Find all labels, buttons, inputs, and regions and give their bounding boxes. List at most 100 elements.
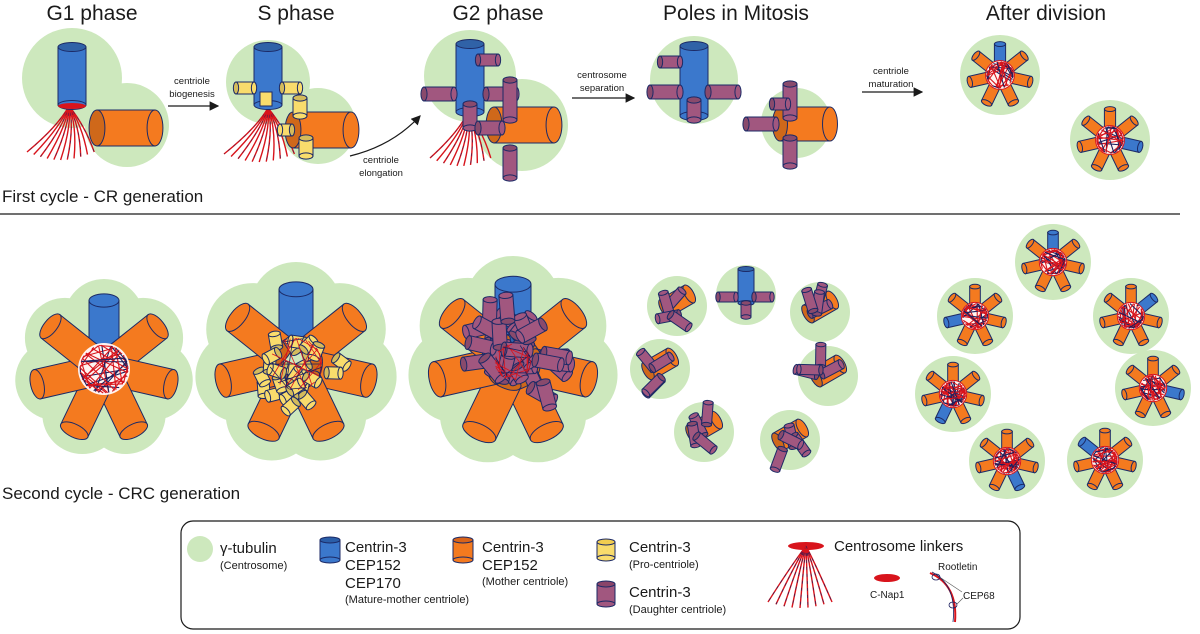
cylinder-base <box>312 341 326 349</box>
cylinder-cap <box>360 363 378 398</box>
cylinder-cap <box>296 81 304 95</box>
mitosis-daughter-2 <box>704 84 742 100</box>
cylinder-base <box>686 420 698 427</box>
crc-g2-daughter <box>531 352 565 373</box>
cylinder-cap <box>1007 99 1020 107</box>
linker-fiber <box>1003 471 1014 474</box>
after-cell-1-linkers <box>986 61 1014 89</box>
cylinder-cap <box>1149 292 1159 303</box>
cylinder-cap <box>88 293 120 308</box>
linker-fiber <box>996 448 1008 469</box>
cylinder-base <box>474 120 482 136</box>
legend-rootletin: Rootletin <box>938 562 977 573</box>
after2-cell-6-linkers <box>993 447 1020 474</box>
phase-title-s: S phase <box>257 2 334 25</box>
cylinder-cap <box>772 116 780 132</box>
cylinder-cap <box>267 330 281 338</box>
cylinder-cap <box>146 313 169 340</box>
linker-fiber <box>1009 68 1013 84</box>
cylinder-cap <box>560 298 588 329</box>
cylinder-base <box>742 116 750 132</box>
linker-fiber-dots <box>68 105 76 159</box>
after2-cell-1-linkers <box>1039 248 1066 275</box>
linker-fiber <box>497 343 513 353</box>
linker-fiber <box>940 381 951 393</box>
cylinder-body <box>96 109 156 147</box>
linker-fiber <box>86 383 123 387</box>
cylinder-cap <box>278 281 314 298</box>
arrow-label-elongation-1: centriole <box>363 155 399 166</box>
linker-fiber <box>81 378 104 394</box>
g1-linkers <box>26 105 95 161</box>
mitosis2-daughter <box>740 300 752 320</box>
cylinder-cap <box>635 347 646 357</box>
linker-fiber <box>82 357 116 391</box>
cylinder-cap <box>667 351 675 362</box>
cylinder-cap <box>1125 364 1135 375</box>
cylinder-cap <box>502 116 518 124</box>
cylinder-cap <box>1117 164 1130 172</box>
cylinder-cap <box>39 313 62 340</box>
linker-fiber-dots <box>53 105 70 160</box>
g2-daughter-1 <box>420 86 458 102</box>
cylinder-body <box>498 294 516 323</box>
linker-fiber <box>494 359 504 377</box>
linker-fiber <box>79 372 88 387</box>
linker-fiber <box>289 387 307 390</box>
linker-fiber-dots <box>450 111 469 166</box>
cylinder-body <box>798 363 822 376</box>
cylinder-cap <box>450 86 458 102</box>
linker-fiber <box>996 62 1004 88</box>
linker-fiber <box>940 393 964 402</box>
vcyl-top <box>253 42 283 52</box>
phase-title-g2: G2 phase <box>452 2 543 25</box>
mitosis2-daughter <box>700 399 714 428</box>
crc-s-pro <box>261 346 283 366</box>
arrow-label-elongation-2: elongation <box>359 168 403 179</box>
cylinder-base <box>777 445 788 453</box>
cylinder-cap <box>305 400 317 411</box>
legend-mother-line1: Centrin-3 <box>482 539 544 556</box>
cylinder-cap <box>782 114 798 122</box>
legend-linker-fiber <box>805 545 833 603</box>
cylinder-cap <box>337 366 344 380</box>
cylinder-cap <box>1090 164 1103 172</box>
legend-cep68: CEP68 <box>963 591 995 602</box>
linker-fiber <box>963 310 983 327</box>
g2-daughter-3 <box>462 100 478 132</box>
cylinder-cap <box>1047 229 1059 236</box>
linker-fiber <box>1119 321 1140 326</box>
cylinder-base <box>656 55 664 69</box>
linker-fiber-dots <box>223 107 269 155</box>
cylinder-cap <box>1073 460 1080 473</box>
phase-title-mitosis: Poles in Mitosis <box>663 2 809 25</box>
mitosis-daughter-6 <box>742 116 780 132</box>
cylinder-cap <box>163 369 179 400</box>
linker-fiber <box>1159 377 1162 398</box>
cylinder-cap <box>971 50 981 61</box>
linker-fiber <box>1101 463 1118 473</box>
linker-fiber <box>1013 450 1020 465</box>
linker-fiber <box>269 366 289 390</box>
linker-fiber <box>962 314 988 319</box>
g1-cnap1 <box>58 103 86 109</box>
cylinder-cap <box>472 315 482 330</box>
mitosis2-daughter <box>692 431 718 455</box>
vcyl-body <box>57 46 87 106</box>
cylinder-cap <box>817 281 829 288</box>
cylinder-cap <box>1171 364 1181 375</box>
linker-fiber <box>111 345 129 370</box>
linker-fiber-dots <box>267 107 275 161</box>
cylinder-cap <box>312 420 345 442</box>
linker-fiber <box>1041 256 1063 271</box>
cylinder-cap <box>684 322 693 333</box>
mitosis-daughter-7 <box>782 134 798 170</box>
sphase-pro-6 <box>298 134 314 160</box>
cylinder-cap <box>966 75 974 88</box>
linker-fiber <box>1013 450 1015 472</box>
cylinder-cap <box>676 55 684 69</box>
cylinder-base <box>538 317 548 332</box>
linker-fiber <box>91 347 129 370</box>
linker-fiber <box>994 451 1016 459</box>
cylinder-cap <box>1076 140 1084 153</box>
